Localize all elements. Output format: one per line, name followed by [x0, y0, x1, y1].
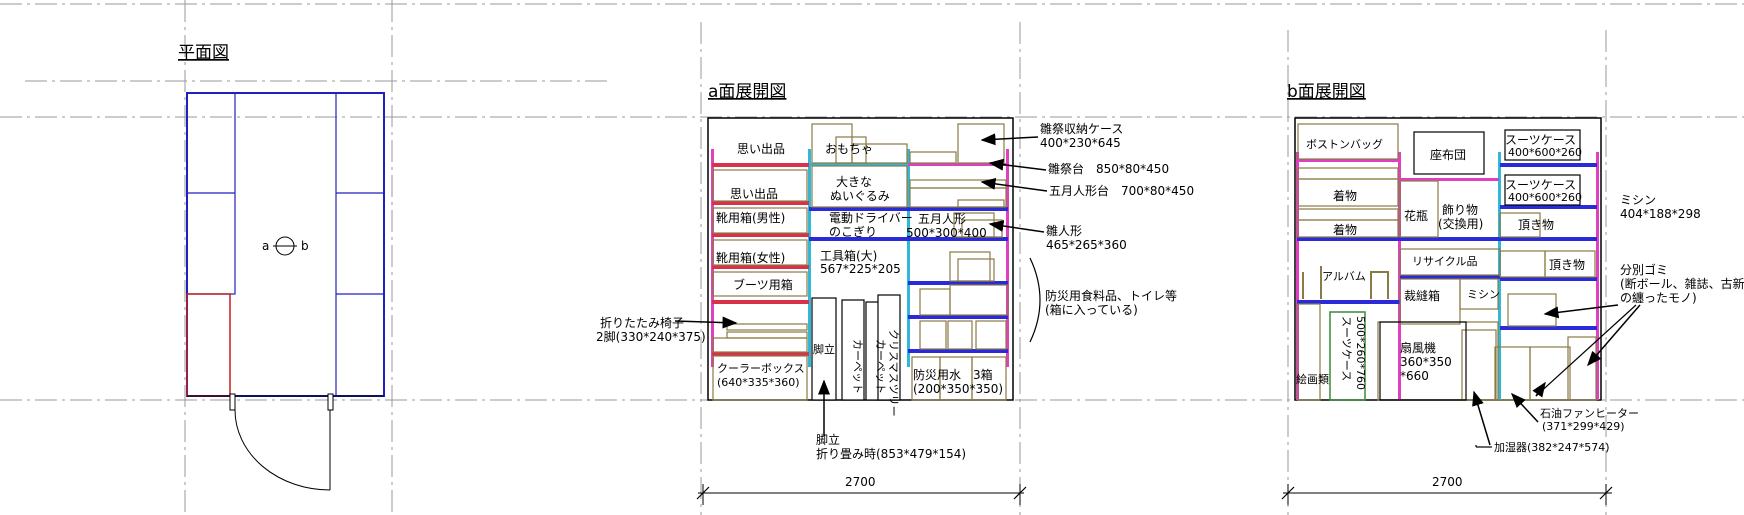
svg-text:ブーツ用箱: ブーツ用箱: [733, 277, 793, 292]
svg-text:465*265*360: 465*265*360: [1046, 238, 1127, 252]
svg-text:座布団: 座布団: [1430, 147, 1466, 162]
elevation-b: b面展開図: [1281, 82, 1744, 505]
svg-text:のこぎり: のこぎり: [829, 225, 877, 239]
svg-text:思い出品: 思い出品: [737, 142, 785, 156]
elevation-a: a面展開図: [596, 82, 1194, 505]
a-dimension: 2700: [845, 475, 876, 489]
svg-text:大きな: 大きな: [836, 175, 872, 189]
svg-text:雛祭収納ケース: 雛祭収納ケース: [1040, 121, 1123, 136]
svg-text:スーツケース: スーツケース: [1505, 133, 1576, 147]
svg-text:頂き物: 頂き物: [1549, 258, 1585, 272]
svg-text:五月人形台 700*80*450: 五月人形台 700*80*450: [1049, 183, 1194, 198]
svg-text:折り畳み時(853*479*154): 折り畳み時(853*479*154): [816, 446, 966, 461]
svg-text:ボストンバッグ: ボストンバッグ: [1306, 137, 1383, 151]
svg-text:雛人形: 雛人形: [1046, 223, 1082, 238]
svg-text:クリスマスツリー: クリスマスツリー: [887, 329, 900, 417]
b-view-title: b面展開図: [1287, 82, 1366, 102]
plan-title: 平面図: [178, 43, 229, 63]
b-dimension: 2700: [1432, 475, 1463, 489]
svg-text:裁縫箱: 裁縫箱: [1404, 288, 1440, 303]
a-view-title: a面展開図: [708, 82, 786, 102]
svg-text:スーツケース: スーツケース: [1505, 178, 1576, 192]
svg-text:電動ドライバー: 電動ドライバー: [829, 211, 913, 225]
svg-text:400*600*260: 400*600*260: [1508, 146, 1582, 159]
svg-text:工具箱(大): 工具箱(大): [820, 248, 877, 263]
svg-text:の纏ったモノ): の纏ったモノ): [1620, 290, 1697, 305]
svg-text:靴用箱(女性): 靴用箱(女性): [716, 250, 785, 265]
svg-text:b: b: [301, 239, 309, 253]
svg-text:花瓶: 花瓶: [1404, 208, 1428, 223]
svg-text:折りたたみ椅子: 折りたたみ椅子: [600, 315, 684, 330]
svg-text:脚立: 脚立: [816, 432, 840, 447]
svg-text:カーペット: カーペット: [851, 339, 864, 394]
svg-text:2脚(330*240*375): 2脚(330*240*375): [596, 329, 706, 344]
svg-text:分別ゴミ: 分別ゴミ: [1620, 262, 1668, 277]
floor-plan: 平面図 a b: [178, 43, 385, 491]
svg-text:(断ボール、雑誌、古新聞: (断ボール、雑誌、古新聞: [1620, 276, 1744, 291]
svg-text:ぬいぐるみ: ぬいぐるみ: [830, 189, 890, 203]
svg-text:おもちゃ: おもちゃ: [825, 142, 873, 156]
svg-text:(640*335*360): (640*335*360): [717, 376, 800, 389]
svg-text:五月人形: 五月人形: [918, 212, 966, 226]
svg-text:靴用箱(男性): 靴用箱(男性): [716, 210, 785, 225]
svg-text:防災用食料品、トイレ等: 防災用食料品、トイレ等: [1045, 288, 1177, 303]
svg-text:クーラーボックス: クーラーボックス: [717, 362, 805, 375]
svg-text:絵画類: 絵画類: [1296, 372, 1329, 386]
svg-text:スーツケース: スーツケース: [1340, 316, 1353, 381]
svg-text:404*188*298: 404*188*298: [1620, 207, 1701, 221]
svg-text:a: a: [262, 239, 269, 253]
svg-text:500*300*400: 500*300*400: [906, 226, 987, 240]
svg-text:400*600*260: 400*600*260: [1508, 191, 1582, 204]
svg-text:*660: *660: [1400, 369, 1429, 383]
svg-text:(交換用): (交換用): [1438, 216, 1483, 231]
svg-text:360*350: 360*350: [1400, 355, 1452, 369]
plan-room-outline: [186, 92, 385, 397]
plan-door-swing: [234, 409, 331, 491]
svg-text:着物: 着物: [1333, 188, 1357, 203]
svg-text:カーペット: カーペット: [874, 339, 887, 394]
svg-text:雛祭台 850*80*450: 雛祭台 850*80*450: [1048, 161, 1169, 176]
svg-text:思い出品: 思い出品: [730, 187, 778, 201]
svg-text:ミシン: ミシン: [1467, 288, 1500, 301]
svg-text:頂き物: 頂き物: [1518, 218, 1554, 232]
svg-text:リサイクル品: リサイクル品: [1412, 255, 1477, 268]
svg-text:防災用水 3箱: 防災用水 3箱: [913, 367, 993, 382]
svg-text:石油ファンヒーター: 石油ファンヒーター: [1540, 406, 1639, 420]
plan-shelf-left-lower: [186, 293, 231, 397]
plan-shelf-right: [335, 92, 385, 397]
b-suitcase-vertical: [1329, 311, 1366, 401]
svg-text:(箱に入っている): (箱に入っている): [1045, 302, 1138, 317]
svg-text:飾り物: 飾り物: [1442, 203, 1478, 217]
svg-text:(371*299*429): (371*299*429): [1542, 420, 1625, 433]
svg-text:加湿器(382*247*574): 加湿器(382*247*574): [1494, 441, 1610, 454]
svg-text:脚立: 脚立: [813, 342, 835, 356]
svg-text:500*260*760: 500*260*760: [1354, 316, 1367, 390]
svg-text:着物: 着物: [1333, 222, 1357, 237]
svg-text:アルバム: アルバム: [1322, 270, 1366, 283]
svg-text:ミシン: ミシン: [1620, 193, 1656, 207]
svg-text:扇風機: 扇風機: [1400, 340, 1436, 355]
svg-text:(200*350*350): (200*350*350): [913, 382, 1003, 396]
svg-text:567*225*205: 567*225*205: [820, 262, 901, 276]
svg-text:400*230*645: 400*230*645: [1040, 136, 1121, 150]
